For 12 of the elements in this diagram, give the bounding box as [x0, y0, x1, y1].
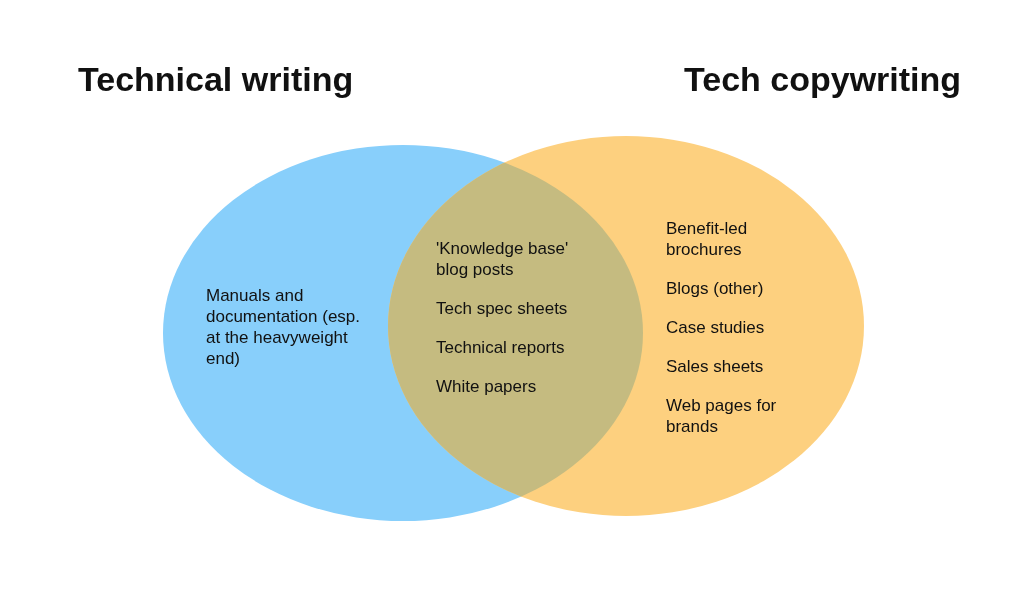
list-item: Sales sheets [666, 356, 765, 377]
list-item: Benefit-led brochures [666, 218, 749, 260]
list-item: Web pages for brands [666, 395, 778, 437]
list-item: White papers [436, 376, 538, 397]
heading: Technical writing [78, 60, 354, 99]
list-item: Case studies [666, 317, 766, 338]
list-item: Tech spec sheets [436, 298, 569, 319]
heading: Tech copywriting [684, 60, 962, 99]
list-item: Manuals and documentation (esp. at the heavyweight end) [206, 285, 362, 369]
list-item: Blogs (other) [666, 278, 765, 299]
list-item: Technical reports [436, 337, 566, 358]
list-item: 'Knowledge base' blog posts [436, 238, 570, 280]
